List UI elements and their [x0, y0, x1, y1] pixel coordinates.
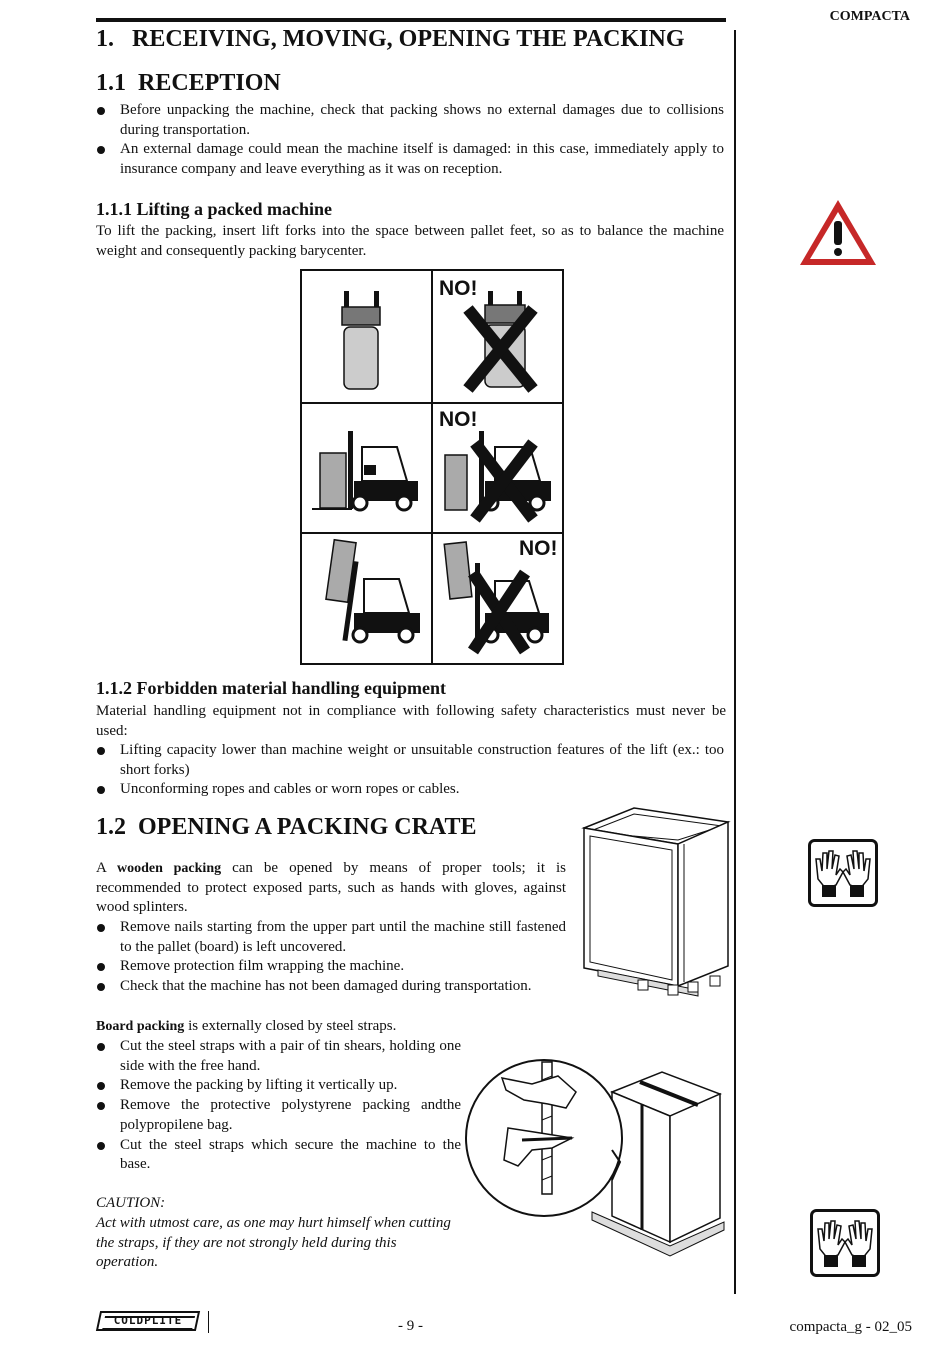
list-item: Remove protection film wrapping the mach…	[96, 957, 566, 977]
forklift-tilted-wrong	[443, 541, 549, 655]
board-post: is externally closed by steel straps.	[184, 1018, 397, 1034]
page-number: - 9 -	[398, 1318, 423, 1334]
board-packing-text: Board packing is externally closed by st…	[96, 1017, 496, 1037]
crate-intro: A wooden packing can be opened by means …	[96, 859, 566, 918]
warning-icon	[800, 200, 876, 265]
list-item: Remove the protective polystyrene packin…	[96, 1096, 461, 1135]
list-item: Unconforming ropes and cables or worn ro…	[96, 780, 724, 800]
forklift-top-view-correct	[341, 291, 381, 390]
gloves-icon	[810, 1209, 880, 1277]
reception-list: Before unpacking the machine, check that…	[96, 101, 724, 180]
caution-text: Act with utmost care, as one may hurt hi…	[96, 1215, 451, 1271]
caution-title: CAUTION:	[96, 1195, 166, 1211]
lifting-text: To lift the packing, insert lift forks i…	[96, 223, 724, 259]
section-1-2-title: 1.2 OPENING A PACKING CRATE	[96, 814, 477, 840]
document-code: compacta_g - 02_05	[789, 1319, 912, 1335]
list-item: Lifting capacity lower than machine weig…	[96, 741, 724, 780]
section-1-1-title: 1.1 RECEPTION	[96, 70, 281, 96]
forklift-tilted-correct	[325, 538, 420, 644]
document-title: COMPACTA	[829, 9, 910, 24]
logo-text: COLDPLITE	[113, 1314, 183, 1327]
section-1-1-2-title: 1.1.2 Forbidden material handling equipm…	[96, 678, 447, 698]
section-1-1-1-title: 1.1.1 Lifting a packed machine	[96, 199, 333, 219]
wooden-crate-illustration	[581, 807, 731, 997]
intro-pre: A	[96, 860, 117, 876]
margin-rule	[734, 30, 736, 1294]
list-item: Remove nails starting from the upper par…	[96, 918, 566, 957]
no-label: NO!	[439, 408, 478, 431]
section-1-title: 1. RECEIVING, MOVING, OPENING THE PACKIN…	[96, 26, 685, 52]
no-label: NO!	[519, 537, 558, 560]
strap-cutting-illustration	[465, 1059, 725, 1257]
list-item: Remove the packing by lifting it vertica…	[96, 1076, 461, 1096]
crate-list: Remove nails starting from the upper par…	[96, 918, 566, 997]
intro-bold: wooden packing	[117, 861, 222, 876]
footer-divider	[208, 1311, 209, 1333]
forbidden-text: Material handling equipment not in compl…	[96, 703, 726, 739]
forklift-side-view-correct	[312, 431, 418, 512]
lifting-diagram: NO! NO!	[300, 269, 564, 665]
list-item: Check that the machine has not been dama…	[96, 977, 566, 997]
brand-logo: COLDPLITE	[95, 1311, 201, 1331]
list-item: Cut the steel straps which secure the ma…	[96, 1136, 461, 1175]
gloves-icon	[808, 839, 878, 907]
forklift-side-view-wrong	[444, 431, 551, 523]
intro-post: can be opened by means of proper tools; …	[96, 860, 566, 916]
forklift-top-view-wrong	[463, 291, 538, 393]
forbidden-list: Lifting capacity lower than machine weig…	[96, 741, 724, 800]
board-bold: Board packing	[96, 1019, 185, 1034]
top-rule	[96, 18, 726, 22]
list-item: Cut the steel straps with a pair of tin …	[96, 1037, 461, 1076]
board-list: Cut the steel straps with a pair of tin …	[96, 1037, 461, 1175]
list-item: Before unpacking the machine, check that…	[96, 101, 724, 140]
list-item: An external damage could mean the machin…	[96, 140, 724, 179]
no-label: NO!	[439, 277, 478, 300]
